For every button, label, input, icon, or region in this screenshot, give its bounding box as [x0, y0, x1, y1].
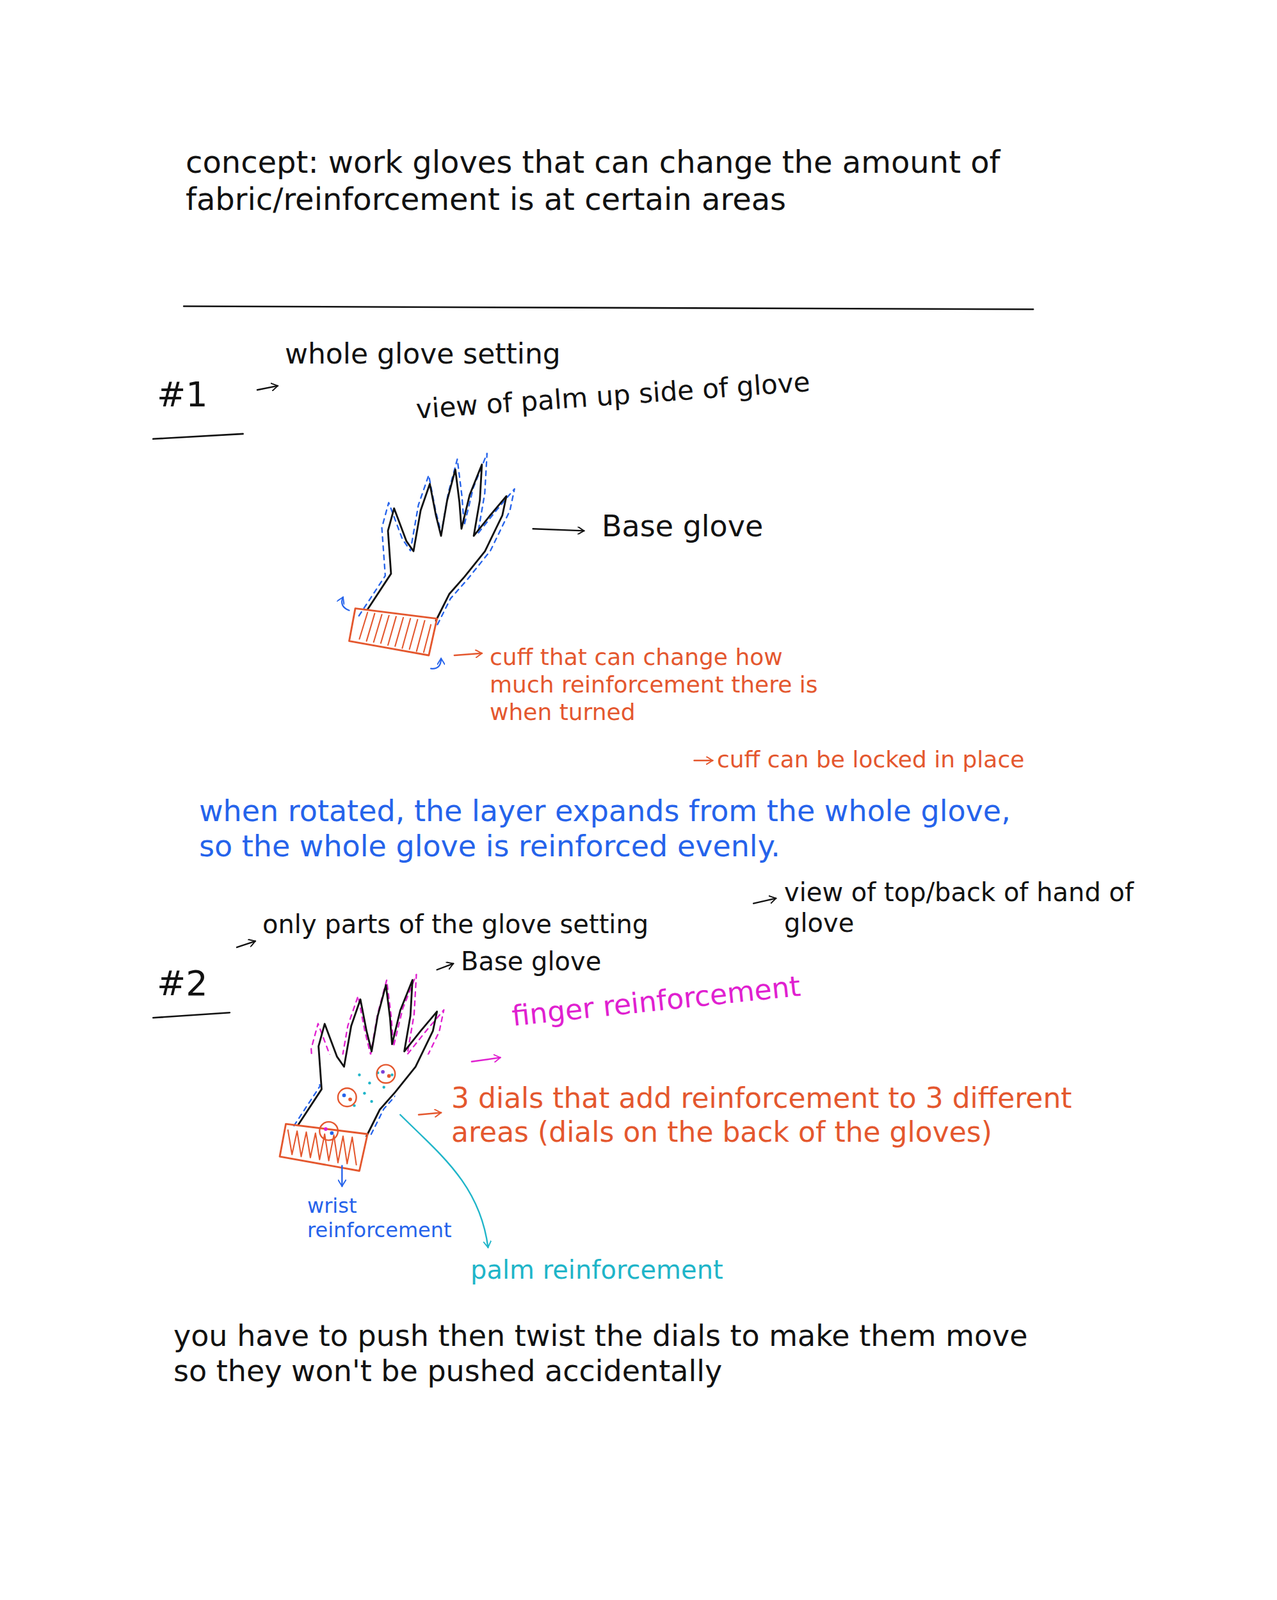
underline — [152, 1012, 230, 1018]
dial-note: 3 dials that add reinforcement to 3 diff… — [451, 1081, 1124, 1150]
cuff-zigzag — [288, 1130, 357, 1165]
divider-line — [183, 306, 1034, 310]
part-label: finger reinforcement — [510, 969, 803, 1034]
rotate-arrow — [341, 597, 349, 611]
glove-outline — [298, 979, 438, 1137]
leader-arrow — [454, 653, 482, 656]
cuff — [348, 608, 437, 656]
leader-arrow — [257, 385, 278, 390]
setting-name: whole glove setting — [284, 337, 561, 372]
finger-outline — [288, 974, 444, 1055]
reinforcement-outline — [359, 453, 515, 628]
section-number: #1 — [156, 374, 209, 417]
leader-arrow — [694, 759, 714, 762]
leader-arrow — [533, 528, 585, 531]
cuff-hatching — [359, 612, 431, 653]
note-text: when rotated, the layer expands from the… — [199, 793, 1045, 865]
cuff-note: cuff that can change how much reinforcem… — [489, 643, 849, 727]
note-text: you have to push then twist the dials to… — [173, 1318, 1057, 1390]
dial-symbol — [319, 1065, 395, 1141]
leader-arrow — [236, 941, 256, 948]
leader-arrow — [471, 1057, 501, 1062]
part-label: palm reinforcement — [470, 1254, 724, 1286]
cuff — [279, 1124, 368, 1171]
setting-name: only parts of the glove setting — [262, 908, 649, 940]
part-label: Base glove — [601, 508, 763, 545]
title-text: concept: work gloves that can change the… — [185, 144, 1018, 218]
part-label: wrist reinforcement — [307, 1193, 474, 1244]
section-number: #2 — [156, 963, 209, 1005]
cuff-note: cuff can be locked in place — [716, 745, 1165, 774]
wrist-outline — [293, 1084, 395, 1139]
leader-arrow — [753, 898, 776, 904]
rotate-arrow — [430, 658, 442, 669]
leader-arrow — [437, 963, 454, 971]
part-label: Base glove — [460, 946, 602, 977]
glove-illustration — [279, 966, 447, 1172]
glove-illustration — [341, 453, 515, 669]
leader-arrow — [418, 1113, 442, 1116]
leader-arrow — [341, 1165, 343, 1187]
view-note: view of top/back of hand of glove — [784, 876, 1143, 939]
palm-dots — [352, 1071, 394, 1108]
underline — [152, 433, 243, 440]
view-note: view of palm up side of glove — [414, 366, 812, 426]
glove-outline — [367, 464, 507, 621]
